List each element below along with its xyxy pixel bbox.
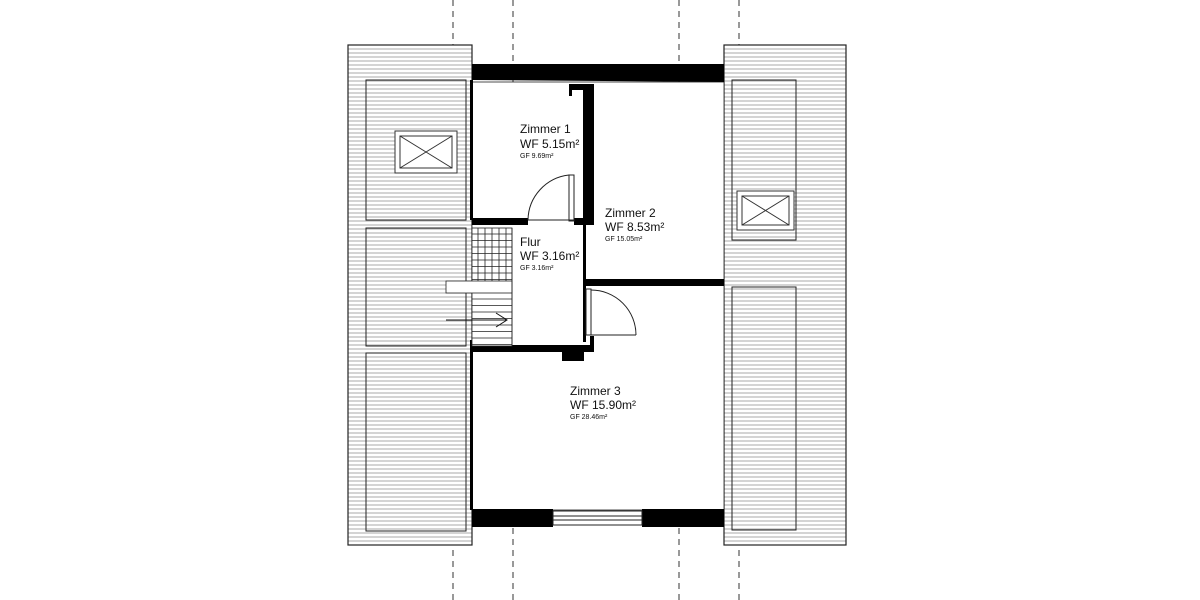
room-gf: GF 15.05m² bbox=[605, 236, 643, 243]
room-label-flur: Flur WF 3.16m² GF 3.16m² bbox=[520, 235, 579, 272]
room-name: Zimmer 2 bbox=[605, 206, 656, 220]
skylight-icon bbox=[736, 190, 795, 231]
stair-arrow-icon bbox=[446, 312, 508, 328]
walls bbox=[470, 64, 724, 527]
skylight-icon bbox=[394, 130, 458, 174]
room-label-zimmer-2: Zimmer 2 WF 8.53m² GF 15.05m² bbox=[605, 206, 664, 243]
room-name: Zimmer 1 bbox=[520, 122, 571, 136]
window bbox=[552, 510, 643, 526]
room-gf: GF 3.16m² bbox=[520, 265, 554, 272]
room-wf: WF 3.16m² bbox=[520, 249, 579, 263]
staircase bbox=[445, 227, 513, 347]
room-wf: WF 5.15m² bbox=[520, 137, 579, 151]
room-label-zimmer-1: Zimmer 1 WF 5.15m² GF 9.69m² bbox=[520, 122, 579, 160]
room-label-zimmer-3: Zimmer 3 WF 15.90m² GF 28.46m² bbox=[570, 384, 636, 421]
door-swing-icon bbox=[527, 174, 575, 222]
room-gf: GF 9.69m² bbox=[520, 153, 554, 160]
roof-panel-right bbox=[723, 44, 847, 546]
door-swing-icon bbox=[585, 288, 637, 336]
room-wf: WF 8.53m² bbox=[605, 220, 664, 234]
roof-panel-left bbox=[347, 44, 473, 546]
floor-area bbox=[471, 81, 725, 511]
room-name: Flur bbox=[520, 235, 541, 249]
room-name: Zimmer 3 bbox=[570, 384, 621, 398]
room-gf: GF 28.46m² bbox=[570, 414, 608, 421]
room-wf: WF 15.90m² bbox=[570, 398, 636, 412]
